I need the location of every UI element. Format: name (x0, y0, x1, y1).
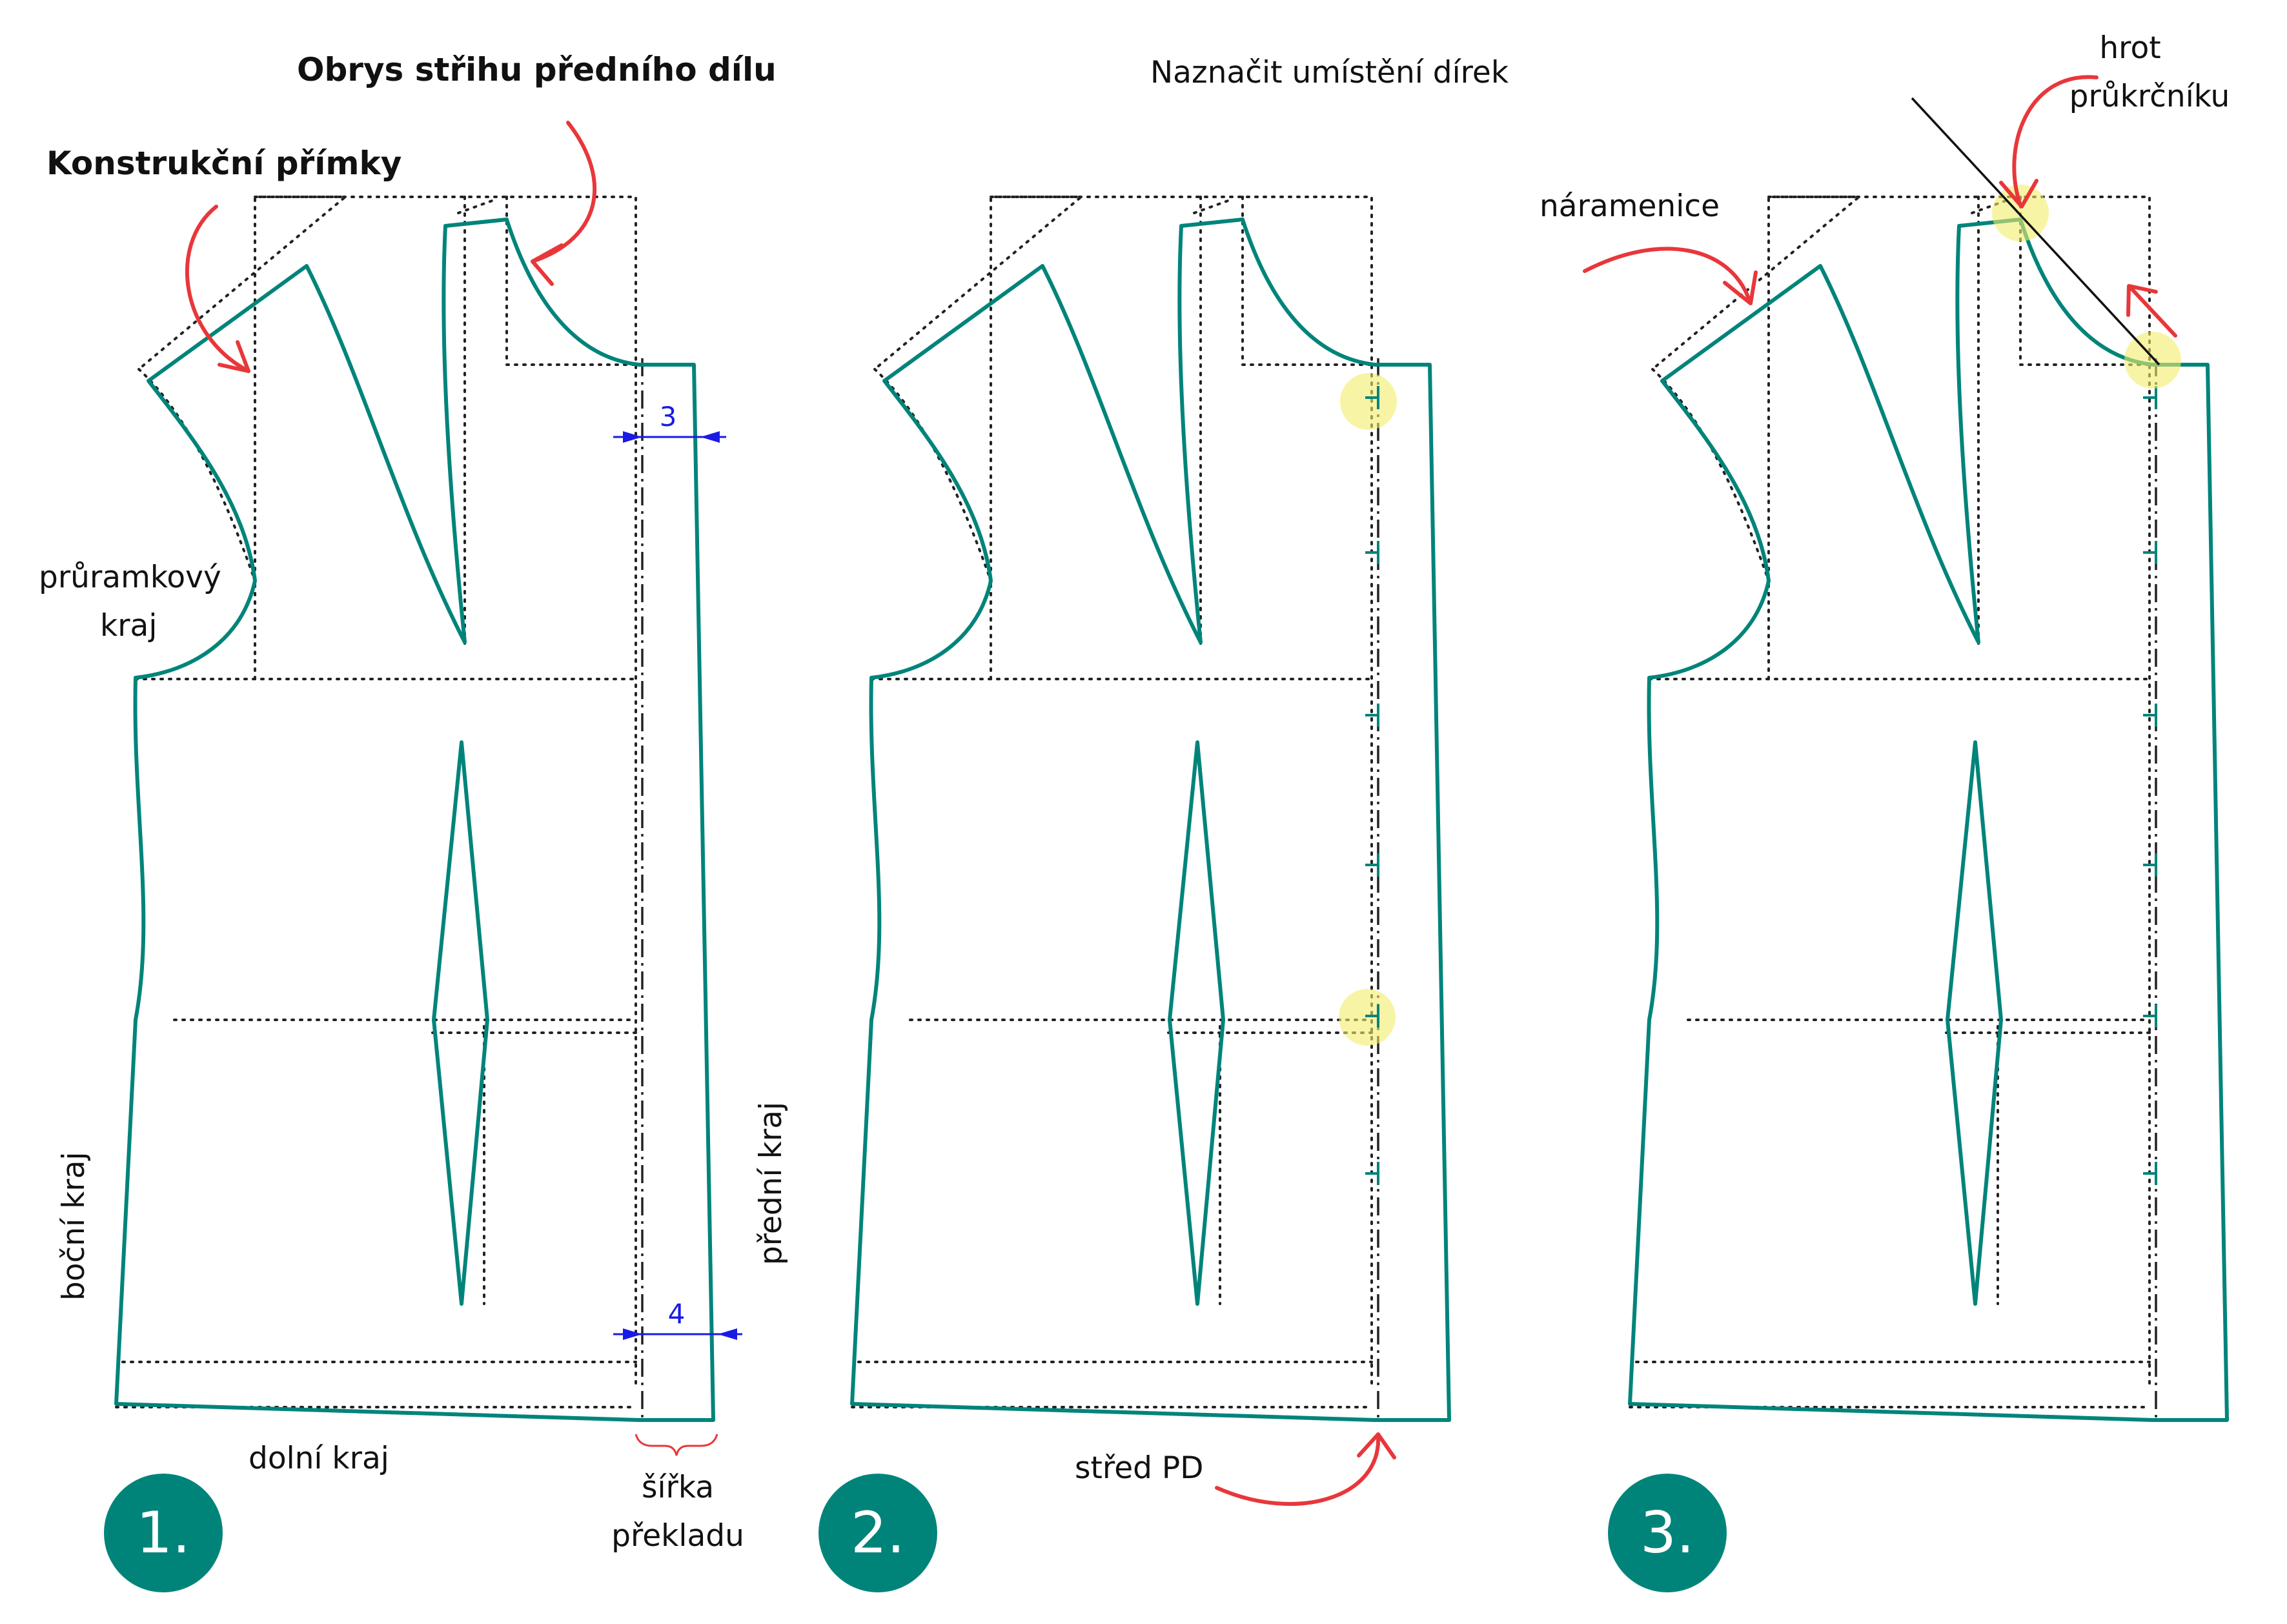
shoulder-arrow (1583, 247, 1751, 302)
center-front-label: střed PD (1075, 1450, 1203, 1486)
construction-arrow (185, 205, 250, 373)
step-1-badge: 1. (104, 1474, 223, 1592)
neck-guide-line (1911, 97, 2160, 366)
center-front-arrow (1215, 1434, 1381, 1506)
overlap-measure-bottom: 4 (613, 1298, 742, 1340)
overlap-brace (635, 1434, 718, 1456)
overlap-measure-top: 3 (613, 401, 726, 443)
neck-point-arrow (2012, 75, 2099, 207)
neck-direction-arrow (2128, 285, 2177, 338)
overlap-width-label-1: šířka (642, 1470, 714, 1505)
construction-lines-label: Konstrukční přímky (46, 145, 401, 182)
panel-3: náramenice hrot průkrčníku 3. (1540, 30, 2230, 1592)
side-edge-label: boční kraj (56, 1152, 92, 1301)
overlap-width-label-2: překladu (611, 1518, 744, 1554)
step-2-badge: 2. (818, 1474, 937, 1592)
panel-1: 3 4 Obrys střihu předního dílu Konstrukč… (39, 51, 789, 1592)
overlap-top-value: 3 (660, 401, 677, 432)
highlight-top-buttonhole (1340, 373, 1397, 430)
step-3-badge: 3. (1608, 1474, 1727, 1592)
front-edge-label: přední kraj (753, 1102, 789, 1265)
highlight-neck-front (2124, 332, 2181, 389)
step-2-number: 2. (851, 1499, 905, 1566)
outline-label: Obrys střihu předního dílu (297, 51, 777, 88)
step-3-number: 3. (1640, 1499, 1694, 1566)
shoulder-label: náramenice (1540, 188, 1720, 224)
armhole-edge-label-1: průramkový (39, 560, 221, 595)
panel-2: Naznačit umístění dírek střed PD 2. (818, 55, 1509, 1592)
neck-point-label-1: hrot (2099, 30, 2160, 66)
buttonholes-label: Naznačit umístění dírek (1150, 55, 1509, 90)
armhole-edge-label-2: kraj (100, 608, 157, 644)
neck-point-label-2: průkrčníku (2069, 79, 2230, 114)
outline-arrow (531, 121, 597, 263)
step-1-number: 1. (136, 1499, 190, 1566)
overlap-bottom-value: 4 (668, 1298, 686, 1330)
bottom-edge-label: dolní kraj (249, 1441, 389, 1476)
